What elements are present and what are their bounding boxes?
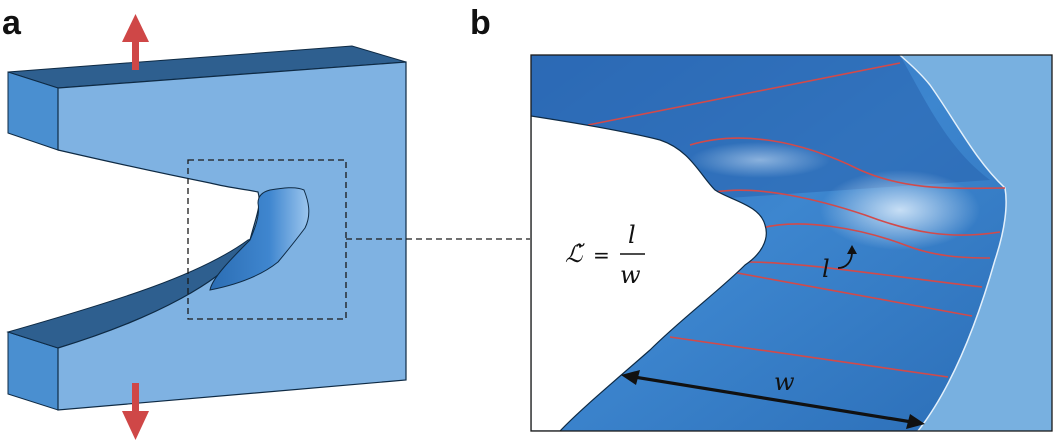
contour-line [669, 336, 949, 378]
up-arrow-icon [122, 14, 149, 70]
contour-line [761, 223, 991, 259]
curved-arrow-icon [837, 245, 857, 269]
width-label: w [774, 368, 795, 396]
contour-line [709, 267, 973, 317]
contour-line [714, 189, 1001, 236]
side-face [900, 55, 1052, 431]
notch-void [531, 115, 767, 431]
surface-highlight [820, 170, 980, 250]
surface-highlight-2 [690, 142, 830, 178]
formula-numerator: l [628, 221, 636, 249]
double-headed-arrow-icon [621, 370, 925, 429]
inset-box [187, 159, 347, 320]
formula-equals: = [593, 243, 610, 267]
down-arrow-icon [122, 383, 149, 440]
length-label: l [822, 255, 830, 283]
contour-line [747, 261, 983, 288]
panel-b: b [470, 4, 1053, 432]
contour-lines [587, 62, 1006, 378]
panel-a: a [2, 4, 407, 440]
contour-line [689, 137, 1006, 190]
specimen-front-face [57, 61, 407, 411]
contour-line [587, 62, 901, 126]
formula-denominator: w [620, 261, 641, 289]
panel-b-label: b [470, 4, 491, 42]
formula-symbol: ℒ̃ [565, 240, 585, 268]
upper-shading [531, 55, 990, 200]
panel-a-label: a [2, 4, 22, 42]
crack-surface [209, 187, 310, 291]
normalized-length-formula: ℒ̃ = l w [565, 221, 645, 289]
side-face-edge [899, 55, 1007, 431]
panel-b-frame [530, 54, 1053, 432]
